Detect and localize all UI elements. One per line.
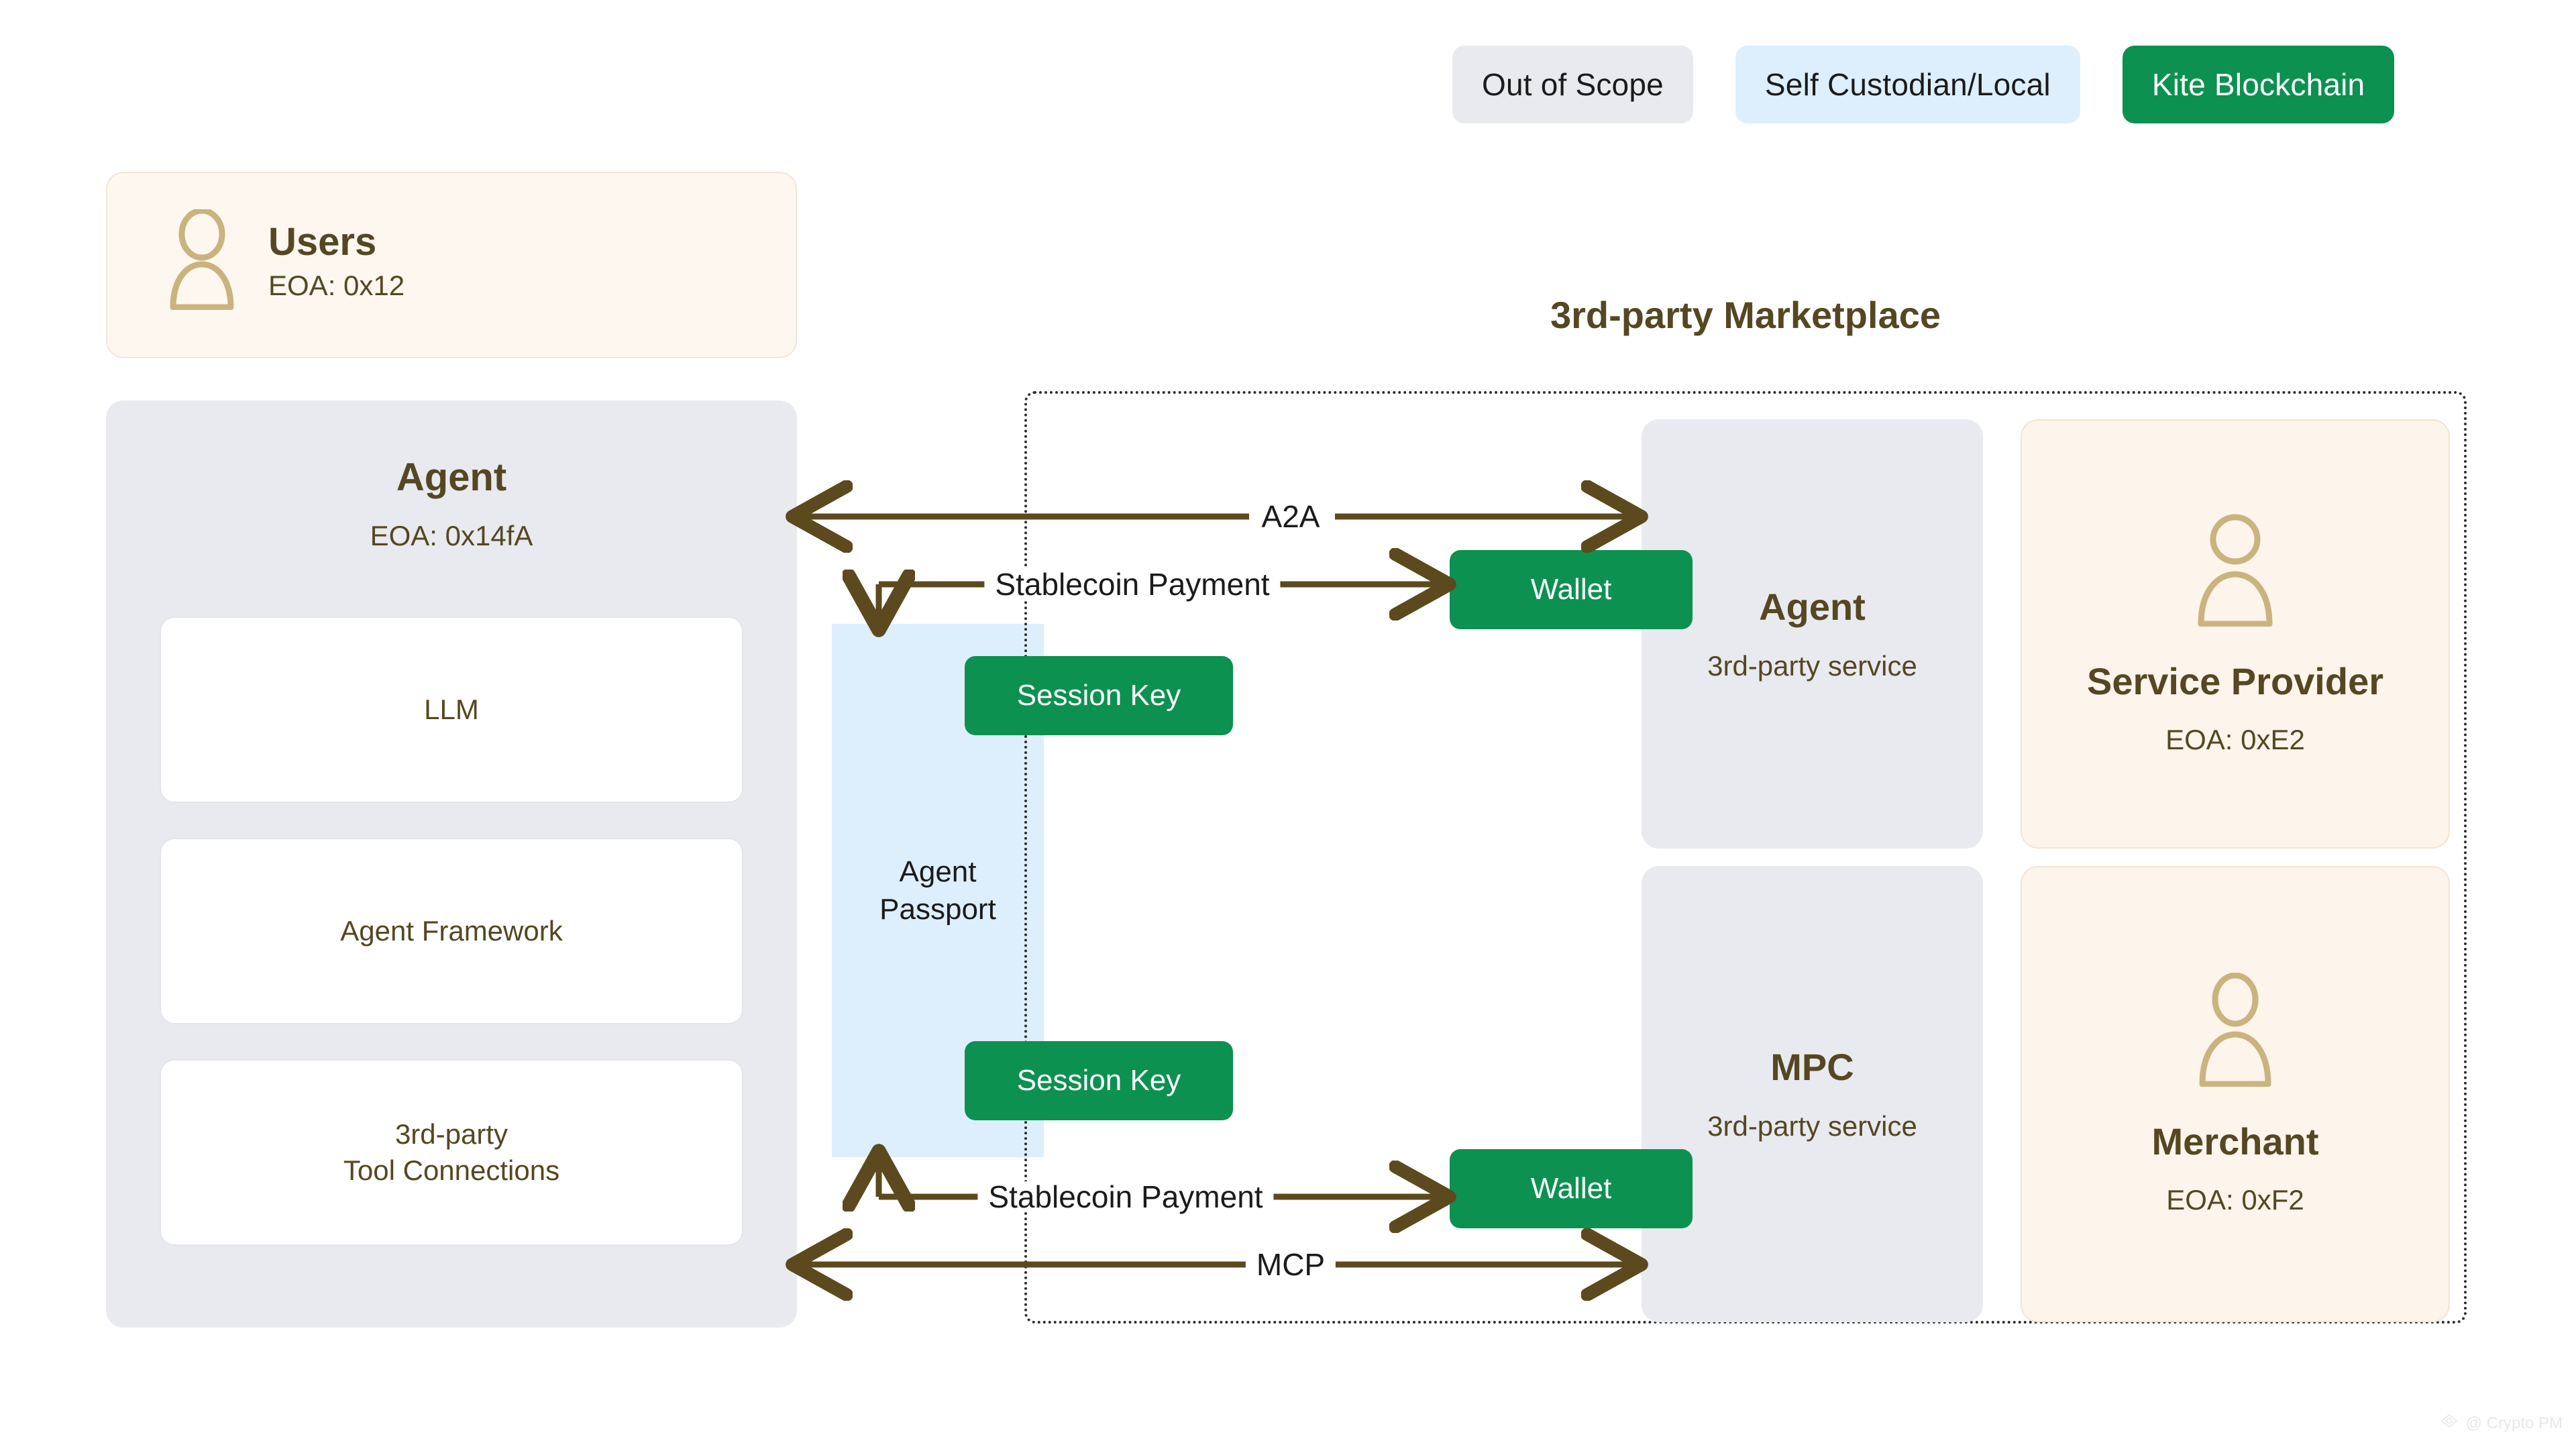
connector-label-stablecoin-payment-bottom: Stablecoin Payment (977, 1181, 1274, 1212)
marketplace-card-merchant: Merchant EOA: 0xF2 (2021, 866, 2450, 1322)
connector-label-mcp: MCP (1245, 1249, 1336, 1280)
wallet-label: Wallet (1530, 573, 1612, 606)
connector-label-stablecoin-payment-top: Stablecoin Payment (984, 569, 1281, 600)
users-card: Users EOA: 0x12 (106, 172, 797, 358)
person-icon (2192, 513, 2279, 630)
session-key-badge-bottom: Session Key (965, 1041, 1233, 1120)
card-subtitle: EOA: 0xE2 (2165, 724, 2305, 756)
card-subtitle: EOA: 0xF2 (2166, 1184, 2304, 1216)
card-subtitle: 3rd-party service (1707, 649, 1917, 682)
card-content: Agent 3rd-party service (1642, 419, 1983, 849)
agent-panel-title: Agent (396, 455, 507, 499)
users-text: Users EOA: 0x12 (268, 220, 405, 301)
card-title: Agent (1759, 586, 1866, 629)
card-title: Merchant (2151, 1120, 2319, 1163)
users-content: Users EOA: 0x12 (165, 207, 405, 313)
legend-chip-out-of-scope: Out of Scope (1452, 46, 1693, 123)
agent-panel-address: EOA: 0x14fA (370, 520, 533, 551)
agent-subcard-label: LLM (424, 694, 479, 726)
watermark: @ Crypto PM (2439, 1413, 2563, 1433)
session-key-label: Session Key (1016, 1064, 1181, 1097)
wallet-badge-mpc: Wallet (1450, 1149, 1693, 1228)
card-content: Service Provider EOA: 0xE2 (2022, 421, 2449, 847)
marketplace-card-service-provider: Service Provider EOA: 0xE2 (2021, 419, 2450, 849)
wallet-label: Wallet (1530, 1172, 1612, 1205)
session-key-badge-top: Session Key (965, 656, 1233, 735)
marketplace-card-agent: Agent 3rd-party service (1642, 419, 1983, 849)
person-icon (165, 207, 239, 313)
marketplace-card-mpc: MPC 3rd-party service (1642, 866, 1983, 1322)
card-title: MPC (1770, 1046, 1854, 1089)
legend-label: Self Custodian/Local (1764, 67, 2051, 102)
legend-label: Out of Scope (1482, 67, 1664, 102)
agent-panel: Agent EOA: 0x14fA LLM Agent Framework 3r… (106, 400, 797, 1328)
legend-chip-kite-blockchain: Kite Blockchain (2122, 46, 2395, 123)
person-icon (2192, 972, 2279, 1090)
wallet-badge-agent: Wallet (1450, 550, 1693, 629)
legend-chip-self-custodian-local: Self Custodian/Local (1735, 46, 2080, 123)
agent-subcard-label: Agent Framework (340, 915, 563, 947)
session-key-label: Session Key (1016, 679, 1181, 712)
watermark-text: @ Crypto PM (2465, 1413, 2563, 1432)
agent-subcard-llm: LLM (160, 616, 743, 803)
card-title: Service Provider (2086, 659, 2384, 702)
card-subtitle: 3rd-party service (1707, 1110, 1917, 1142)
diamond-icon (2439, 1413, 2459, 1433)
users-title: Users (268, 220, 377, 264)
marketplace-container (1024, 391, 2467, 1324)
users-address: EOA: 0x12 (268, 269, 405, 301)
legend: Out of Scope Self Custodian/Local Kite B… (1452, 46, 2395, 123)
agent-subcard-agent-framework: Agent Framework (160, 838, 743, 1024)
marketplace-title: 3rd-party Marketplace (1550, 294, 1941, 336)
card-content: Merchant EOA: 0xF2 (2022, 867, 2449, 1321)
legend-label: Kite Blockchain (2151, 67, 2365, 102)
connector-label-a2a: A2A (1250, 501, 1331, 532)
card-content: MPC 3rd-party service (1642, 866, 1983, 1322)
